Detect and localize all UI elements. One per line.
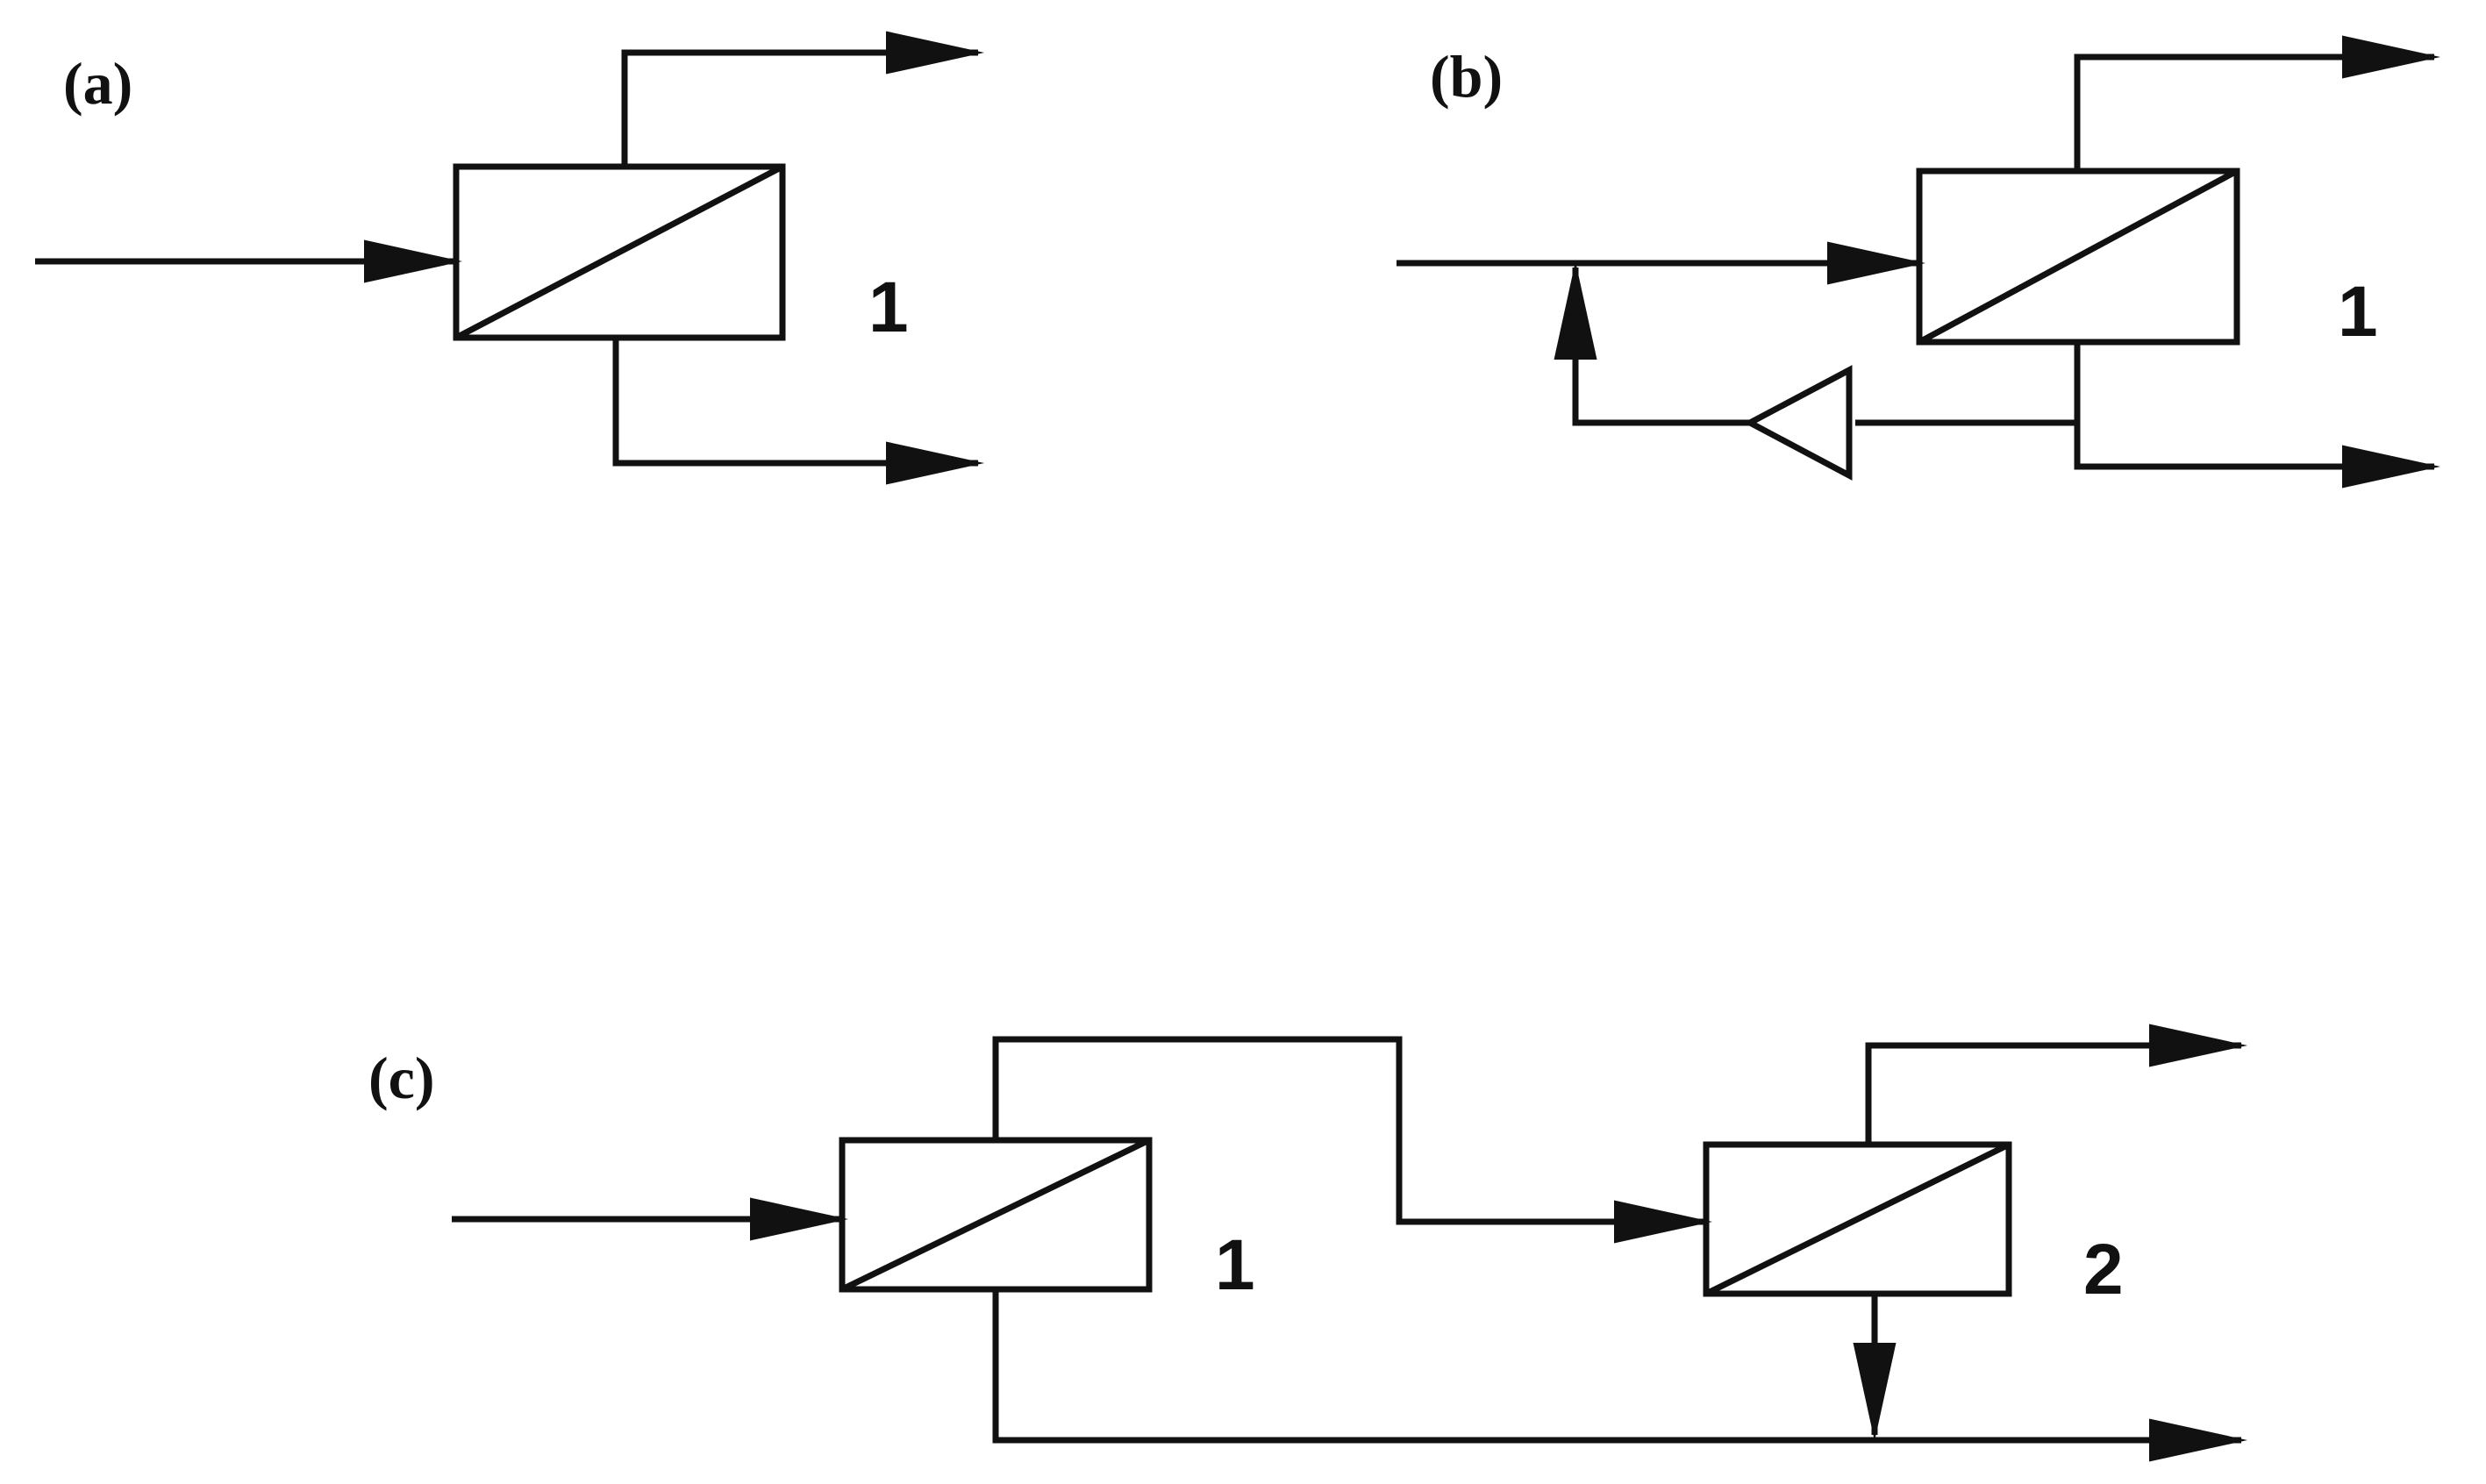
panel-c-module-1-number: 1 [1215, 1225, 1255, 1305]
panel-a-membrane-module [453, 163, 786, 341]
panel-b-membrane-divider [1918, 168, 2239, 346]
panel-c-module-2-number: 2 [2083, 1230, 2124, 1309]
panel-c-module-2-top-outlet-arrow [1865, 1024, 2247, 1145]
panel-c [452, 1024, 2247, 1462]
panel-c-membrane-module-2 [1703, 1141, 2012, 1297]
panel-a-retentate-outlet-arrow [612, 338, 984, 485]
panel-b-permeate-outlet-arrow [2074, 35, 2440, 171]
panel-b-recycle-return-arrow [1554, 261, 1750, 426]
panel-b-module-number: 1 [2338, 272, 2378, 352]
panel-c-combined-outlet-arrow [992, 1289, 2247, 1462]
panel-b [1397, 35, 2440, 489]
panel-a-membrane-divider [454, 163, 784, 341]
panel-c-membrane-module-2-divider [1704, 1141, 2011, 1297]
panel-b-recycle-pump-triangle [1743, 365, 1853, 481]
panel-a-permeate-outlet-arrow [621, 31, 984, 167]
panel-b-label: (b) [1430, 43, 1503, 110]
panel-b-retentate-outlet-arrow [2074, 342, 2440, 489]
panel-a-module-number: 1 [868, 268, 909, 347]
panel-a [35, 31, 984, 485]
panel-c-label: (c) [368, 1045, 434, 1111]
panel-c-membrane-module-1-divider [840, 1137, 1151, 1293]
panel-a-label: (a) [63, 50, 132, 117]
panel-c-interstage-arrow [992, 1036, 1712, 1244]
